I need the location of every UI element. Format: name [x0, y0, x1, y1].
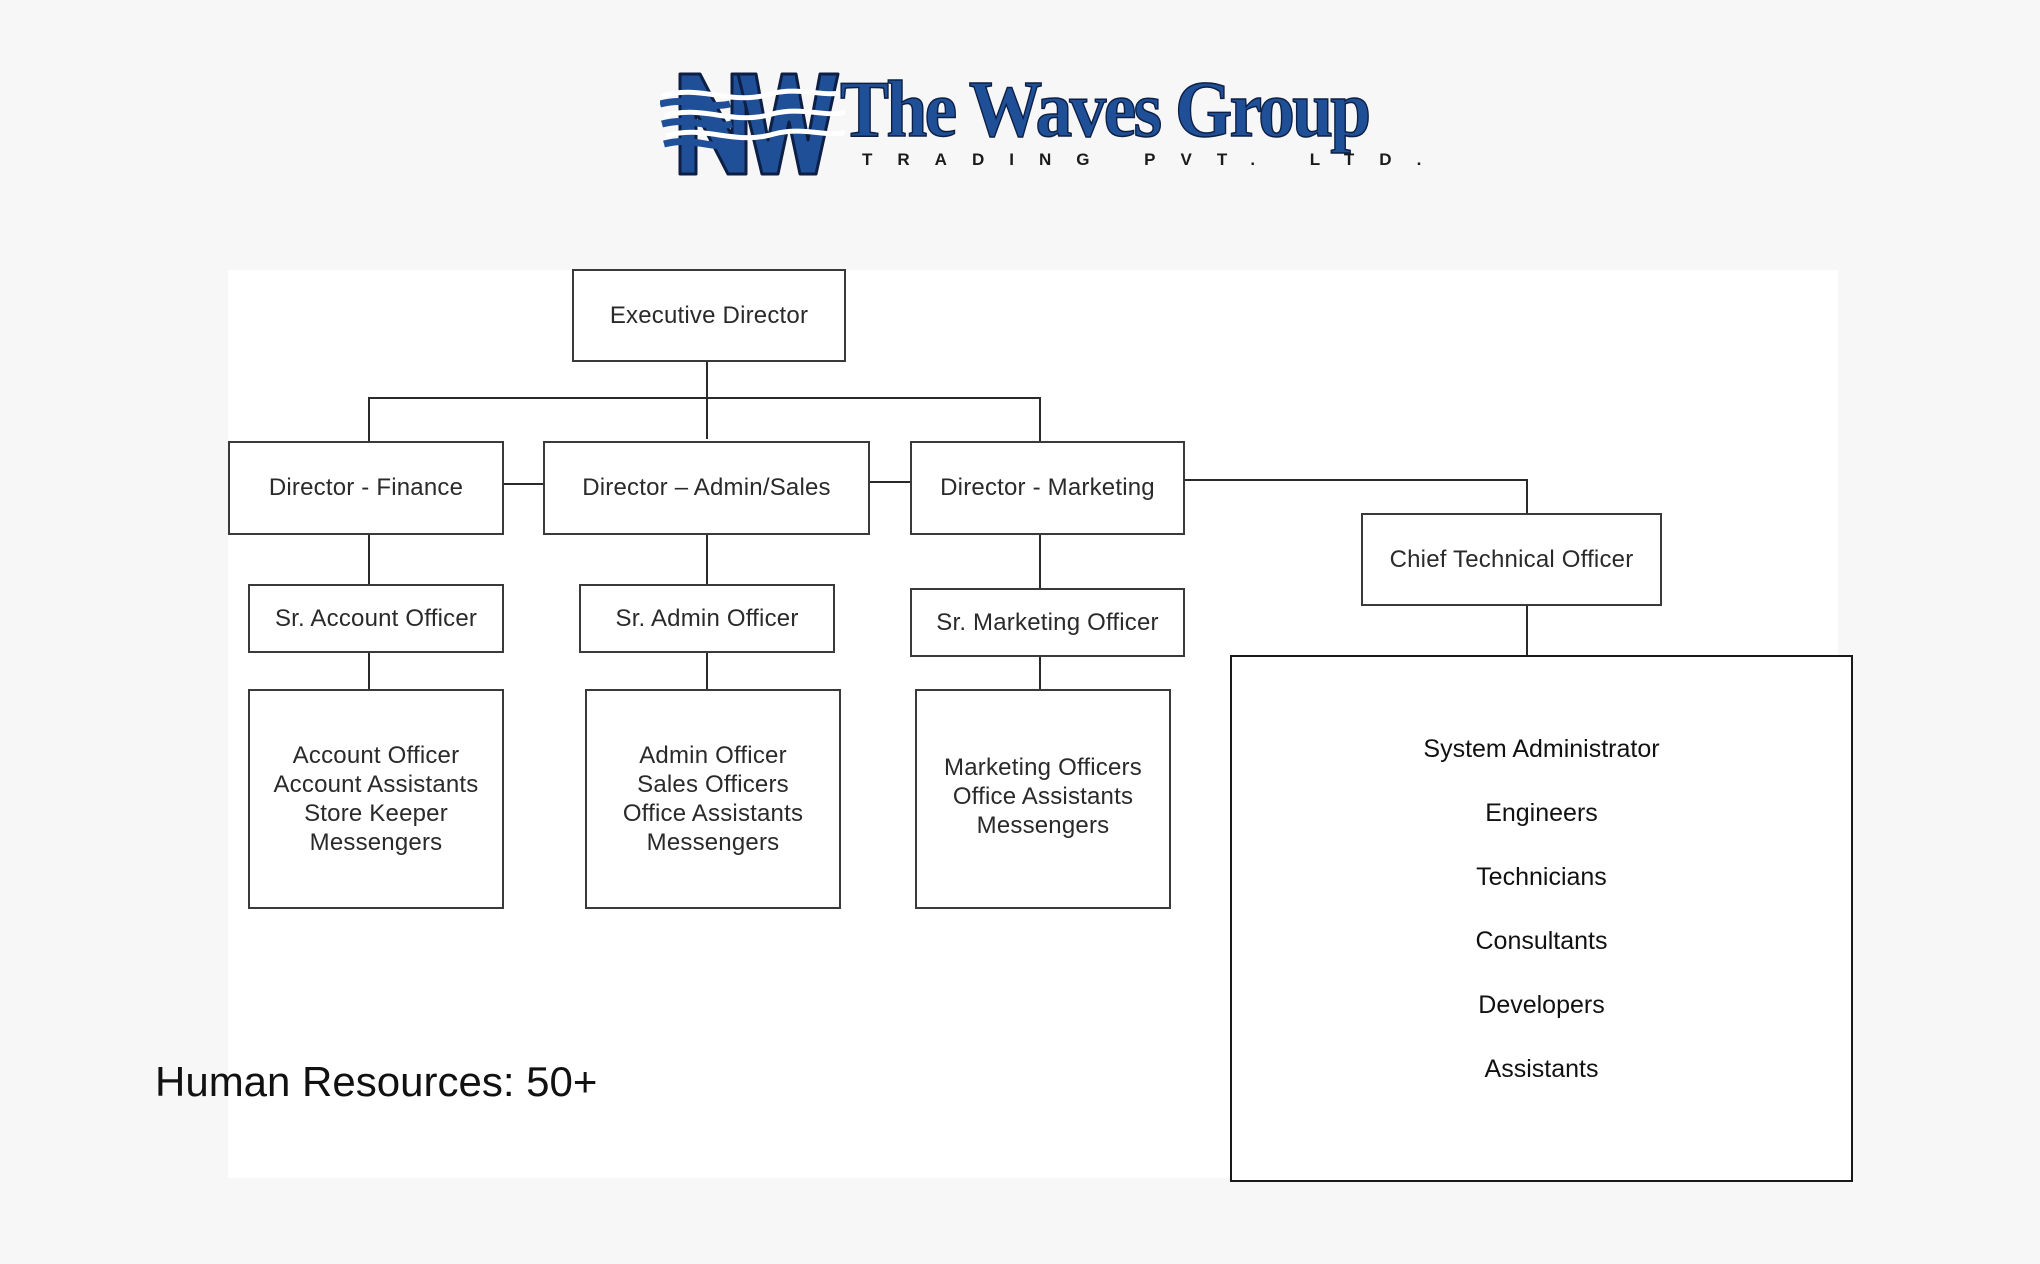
team-item: Engineers — [1485, 799, 1598, 827]
sr-account-officer-box: Sr. Account Officer — [248, 584, 504, 653]
connector-marketing-cto — [1183, 479, 1528, 481]
company-tagline: TRADING PVT. LTD. — [862, 150, 1447, 169]
connector-finance-drop — [368, 397, 370, 441]
staff-item: Account Assistants — [273, 771, 479, 798]
director-finance-box: Director - Finance — [228, 441, 504, 535]
human-resources-summary: Human Resources: 50+ — [155, 1058, 598, 1105]
connector-director-bus — [368, 397, 1041, 399]
connector-admin-marketing — [868, 481, 912, 483]
connector-exec-down — [706, 362, 708, 439]
technical-team-box: System Administrator Engineers Technicia… — [1230, 655, 1853, 1182]
connector-marketing-staff — [1039, 655, 1041, 689]
staff-item: Sales Officers — [637, 771, 789, 798]
connector-admin-staff — [706, 651, 708, 689]
connector-cto-team — [1526, 604, 1528, 656]
connector-marketing-senior — [1039, 533, 1041, 589]
team-item: Technicians — [1476, 863, 1607, 891]
staff-item: Account Officer — [292, 742, 460, 769]
staff-item: Messengers — [309, 829, 443, 856]
staff-item: Messengers — [976, 812, 1110, 839]
connector-finance-senior — [368, 533, 370, 585]
team-item: Assistants — [1484, 1055, 1599, 1083]
chief-technical-officer-box: Chief Technical Officer — [1361, 513, 1662, 606]
marketing-staff-box: Marketing Officers Office Assistants Mes… — [915, 689, 1171, 909]
admin-sales-staff-box: Admin Officer Sales Officers Office Assi… — [585, 689, 841, 909]
staff-item: Office Assistants — [622, 800, 804, 827]
sr-marketing-officer-box: Sr. Marketing Officer — [910, 588, 1185, 657]
company-logo: The Waves Group TRADING PVT. LTD. — [660, 66, 1421, 190]
company-name: The Waves Group — [839, 66, 1372, 154]
waves-logo-icon — [660, 72, 845, 176]
team-item: Developers — [1478, 991, 1605, 1019]
connector-finance-admin — [502, 483, 544, 485]
staff-item: Office Assistants — [952, 783, 1134, 810]
connector-finance-staff — [368, 651, 370, 689]
staff-item: Store Keeper — [304, 800, 448, 827]
connector-admin-senior — [706, 533, 708, 585]
staff-item: Admin Officer — [639, 742, 787, 769]
finance-staff-box: Account Officer Account Assistants Store… — [248, 689, 504, 909]
director-admin-sales-box: Director – Admin/Sales — [543, 441, 870, 535]
team-item: System Administrator — [1423, 735, 1660, 763]
connector-cto-drop — [1526, 479, 1528, 513]
staff-item: Messengers — [646, 829, 780, 856]
staff-item: Marketing Officers — [944, 754, 1142, 781]
director-marketing-box: Director - Marketing — [910, 441, 1185, 535]
team-item: Consultants — [1475, 927, 1608, 955]
executive-director-box: Executive Director — [572, 269, 846, 362]
connector-marketing-drop — [1039, 397, 1041, 441]
sr-admin-officer-box: Sr. Admin Officer — [579, 584, 835, 653]
